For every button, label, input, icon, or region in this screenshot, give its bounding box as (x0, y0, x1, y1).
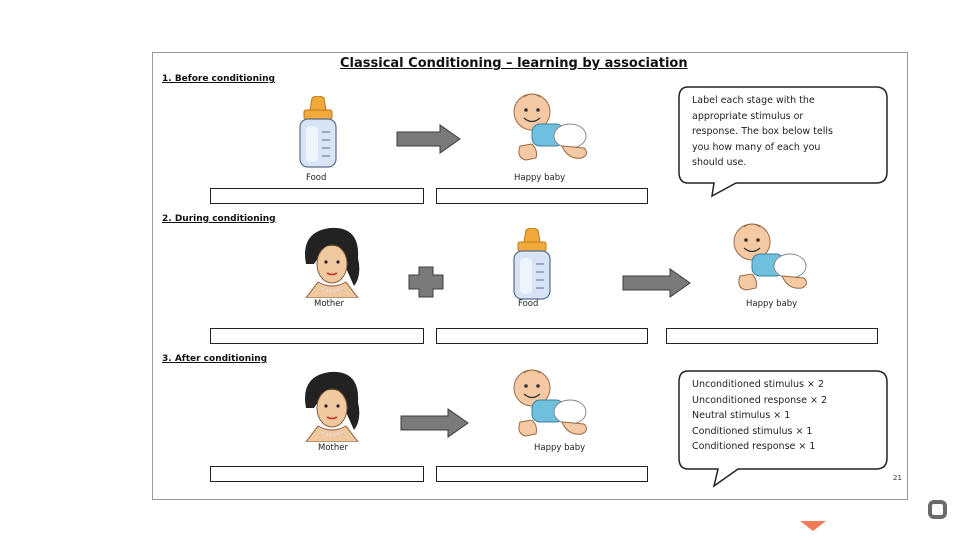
plus-icon (408, 266, 444, 298)
instruction-line: appropriate stimulus or (692, 110, 804, 122)
scroll-down-indicator[interactable] (800, 521, 826, 531)
instruction-line: response. The box below tells (692, 126, 833, 137)
section-during-heading: 2. During conditioning (162, 214, 276, 224)
label-box-during-3[interactable] (666, 328, 878, 344)
page-number: 21 (893, 474, 902, 482)
baby-bottle-icon (299, 96, 337, 168)
baby-bottle-icon (513, 228, 551, 300)
mother-portrait-icon (305, 371, 360, 442)
label-count-item: Conditioned response × 1 (692, 441, 816, 452)
caption-after-baby: Happy baby (534, 443, 586, 453)
label-count-list: Unconditioned stimulus × 2 Unconditioned… (692, 377, 827, 455)
label-box-during-2[interactable] (436, 328, 648, 344)
caption-before-baby: Happy baby (514, 173, 566, 183)
label-box-after-1[interactable] (210, 466, 424, 482)
instruction-line: Label each stage with the (692, 95, 815, 106)
label-box-before-1[interactable] (210, 188, 424, 204)
arrow-right-icon (400, 408, 469, 438)
label-box-after-2[interactable] (436, 466, 648, 482)
caption-during-mother: Mother (314, 299, 344, 309)
page-title: Classical Conditioning – learning by ass… (340, 56, 688, 71)
section-after-heading: 3. After conditioning (162, 354, 268, 364)
instruction-text: Label each stage with the appropriate st… (692, 93, 833, 171)
arrow-right-icon (396, 124, 461, 154)
arrow-right-icon (622, 268, 691, 298)
label-count-item: Unconditioned response × 2 (692, 394, 827, 406)
section-before-heading: 1. Before conditioning (162, 74, 275, 84)
happy-baby-icon (733, 223, 808, 291)
label-count-item: Neutral stimulus × 1 (692, 410, 791, 421)
label-box-during-1[interactable] (210, 328, 424, 344)
corner-logo-mark (928, 500, 947, 519)
caption-during-food: Food (518, 299, 539, 309)
happy-baby-icon (513, 369, 588, 437)
instruction-line: you how many of each you (692, 141, 821, 153)
caption-before-food: Food (306, 173, 327, 183)
caption-after-mother: Mother (318, 443, 348, 453)
label-box-before-2[interactable] (436, 188, 648, 204)
label-count-item: Unconditioned stimulus × 2 (692, 379, 825, 390)
label-count-item: Conditioned stimulus × 1 (692, 425, 813, 437)
happy-baby-icon (513, 93, 588, 161)
label-count-speech-bubble (678, 370, 888, 488)
caption-during-baby: Happy baby (746, 299, 798, 309)
instruction-line: should use. (692, 157, 747, 168)
instruction-speech-bubble (678, 86, 888, 198)
mother-portrait-icon (305, 227, 360, 298)
